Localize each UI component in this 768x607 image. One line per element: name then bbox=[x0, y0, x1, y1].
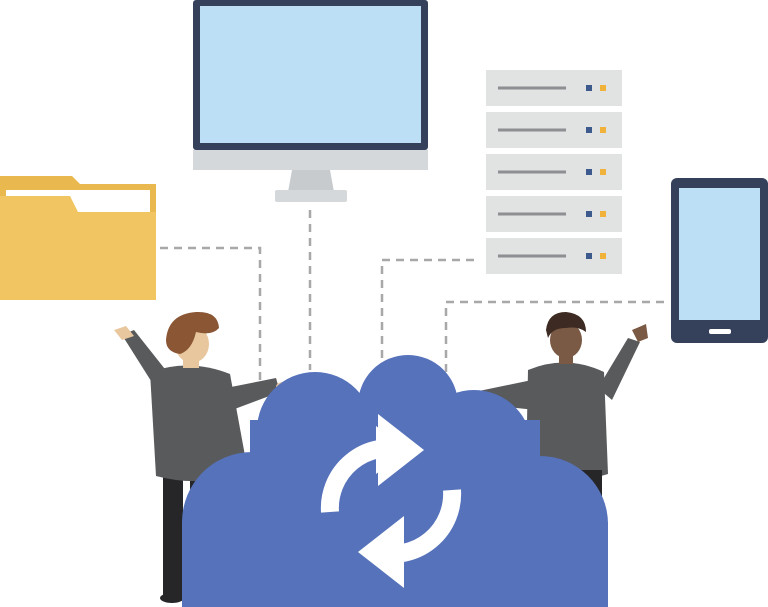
connector-lines bbox=[160, 210, 664, 400]
connector-server bbox=[380, 258, 474, 370]
connector-folder bbox=[160, 246, 262, 400]
server-unit bbox=[486, 70, 622, 106]
connector-tablet bbox=[444, 300, 664, 385]
tablet-icon bbox=[671, 178, 768, 343]
monitor-icon bbox=[193, 0, 428, 202]
server-rack-icon bbox=[486, 70, 622, 274]
server-unit bbox=[486, 154, 622, 190]
server-unit bbox=[486, 196, 622, 232]
sync-icon bbox=[320, 414, 462, 588]
server-unit bbox=[486, 238, 622, 274]
folder-icon bbox=[0, 176, 156, 300]
server-unit bbox=[486, 112, 622, 148]
